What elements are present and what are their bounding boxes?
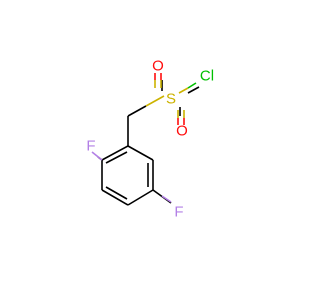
bond-c3-f-right-purple xyxy=(161,195,172,203)
bond-c4-c5 xyxy=(101,189,129,206)
bond-c6-c1-inner xyxy=(105,151,128,164)
bond-c1-c2 xyxy=(127,145,154,161)
bond-c4-c5-inner xyxy=(105,186,128,200)
atom-f-top: F xyxy=(86,138,95,155)
bond-ch2-s xyxy=(127,105,147,117)
atom-f-right: F xyxy=(174,204,183,221)
atom-cl: Cl xyxy=(200,68,214,85)
bond-c3-c4 xyxy=(127,189,154,206)
colored-bond-halves xyxy=(91,73,197,203)
atom-o-right: O xyxy=(176,123,188,140)
bond-s-cl-green xyxy=(187,82,197,89)
bond-c6-c1 xyxy=(101,145,129,161)
atom-o-left: O xyxy=(152,58,164,75)
atom-s: S xyxy=(166,91,176,108)
benzene-ring xyxy=(101,145,154,206)
bond-c6-f-top-purple xyxy=(91,151,103,161)
bond-ch2-s-yellow xyxy=(145,95,165,107)
molecule-diagram: F F S O O Cl xyxy=(86,58,214,221)
bond-s-cl xyxy=(187,86,200,94)
bond-s-cl-yellow xyxy=(178,87,189,94)
atom-labels: F F S O O Cl xyxy=(86,58,214,221)
